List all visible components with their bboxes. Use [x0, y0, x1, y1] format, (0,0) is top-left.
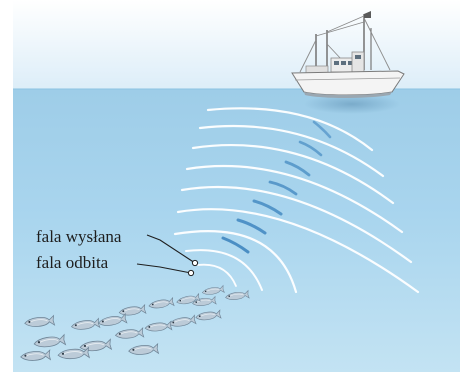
sent-wave-marker — [192, 260, 197, 265]
right-margin — [460, 0, 467, 372]
left-margin — [0, 0, 13, 372]
reflected-wave-label: fala odbita — [36, 254, 108, 271]
reflected-wave-marker — [188, 270, 193, 275]
sent-wave-label: fala wysłana — [36, 228, 121, 245]
